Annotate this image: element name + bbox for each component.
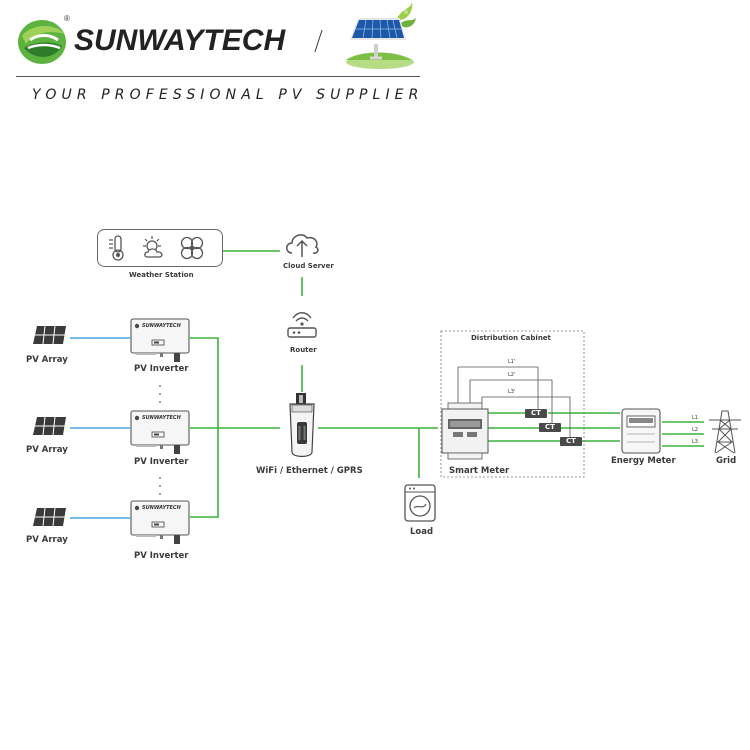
- pv-inverter-3-label: PV Inverter: [134, 551, 189, 561]
- pv-array-2-label: PV Array: [26, 445, 68, 455]
- distribution-cabinet-box: [440, 330, 585, 478]
- solar-panel-illustration-icon: [346, 2, 416, 69]
- pv-array-1-label: PV Array: [26, 355, 68, 365]
- inverter-2-icon: [130, 410, 190, 454]
- line-l2-prime-label: L2': [508, 372, 516, 378]
- registered-mark: ®: [64, 14, 70, 23]
- pv-inverter-2-label: PV Inverter: [134, 457, 189, 467]
- weather-station-label: Weather Station: [129, 271, 194, 279]
- inverter-1-icon: [130, 318, 190, 362]
- energy-meter-label: Energy Meter: [611, 456, 676, 466]
- tagline: YOUR PROFESSIONAL PV SUPPLIER: [32, 87, 424, 103]
- ct-clamp-1: CT: [525, 409, 547, 418]
- cloud-upload-icon: [286, 234, 319, 257]
- dc-blue-lines: [70, 337, 130, 519]
- grid-label: Grid: [716, 456, 737, 466]
- thermometer-icon: [109, 235, 124, 261]
- inverter-3-brand: SUNWAYTECH: [142, 505, 181, 511]
- pv-array-2-icon: [33, 417, 66, 435]
- pv-inverter-3: SUNWAYTECH PV Inverter: [130, 500, 192, 561]
- ct-sense-wires: [457, 366, 571, 437]
- line-l2-label: L2: [692, 427, 698, 433]
- inverter-3-icon: [130, 500, 190, 544]
- load-label: Load: [410, 527, 434, 537]
- inverter-1-brand: SUNWAYTECH: [142, 323, 181, 329]
- ct-clamp-3: CT: [560, 437, 582, 446]
- pv-inverter-1: SUNWAYTECH PV Inverter: [130, 318, 192, 374]
- sun-cloud-icon: [143, 236, 163, 258]
- line-l1-prime-label: L1': [508, 359, 516, 365]
- gateway-label: WiFi / Ethernet / GPRS: [256, 466, 363, 476]
- smart-meter-label: Smart Meter: [449, 466, 510, 476]
- line-l1-label: L1: [692, 415, 698, 421]
- distribution-cabinet-label: Distribution Cabinet: [471, 334, 551, 342]
- pv-inverter-1-label: PV Inverter: [134, 364, 189, 374]
- pv-array-3-icon: [33, 508, 66, 526]
- router-label: Router: [290, 346, 317, 354]
- pv-array-1-icon: [33, 326, 66, 344]
- inverter-2-brand: SUNWAYTECH: [142, 415, 181, 421]
- ct-clamp-2: CT: [539, 423, 561, 432]
- sunwaytech-logo-icon: [18, 20, 66, 64]
- fan-icon: [180, 236, 204, 260]
- router-icon: [287, 312, 317, 338]
- energy-meter-icon: [621, 408, 661, 454]
- washing-machine-load-icon: [404, 484, 436, 522]
- pv-inverter-2: SUNWAYTECH PV Inverter: [130, 410, 192, 467]
- line-l3-prime-label: L3': [508, 389, 516, 395]
- power-grid-tower-icon: [709, 410, 741, 454]
- brand-name: SUNWAYTECH: [74, 24, 286, 57]
- wifi-gateway-dongle-icon: [289, 393, 315, 458]
- ellipsis-dots: [159, 385, 161, 495]
- header-rule: [16, 76, 420, 77]
- pv-array-3-label: PV Array: [26, 535, 68, 545]
- cloud-server-label: Cloud Server: [283, 262, 334, 270]
- line-l3-label: L3: [692, 439, 698, 445]
- smart-meter-icon: [441, 402, 489, 460]
